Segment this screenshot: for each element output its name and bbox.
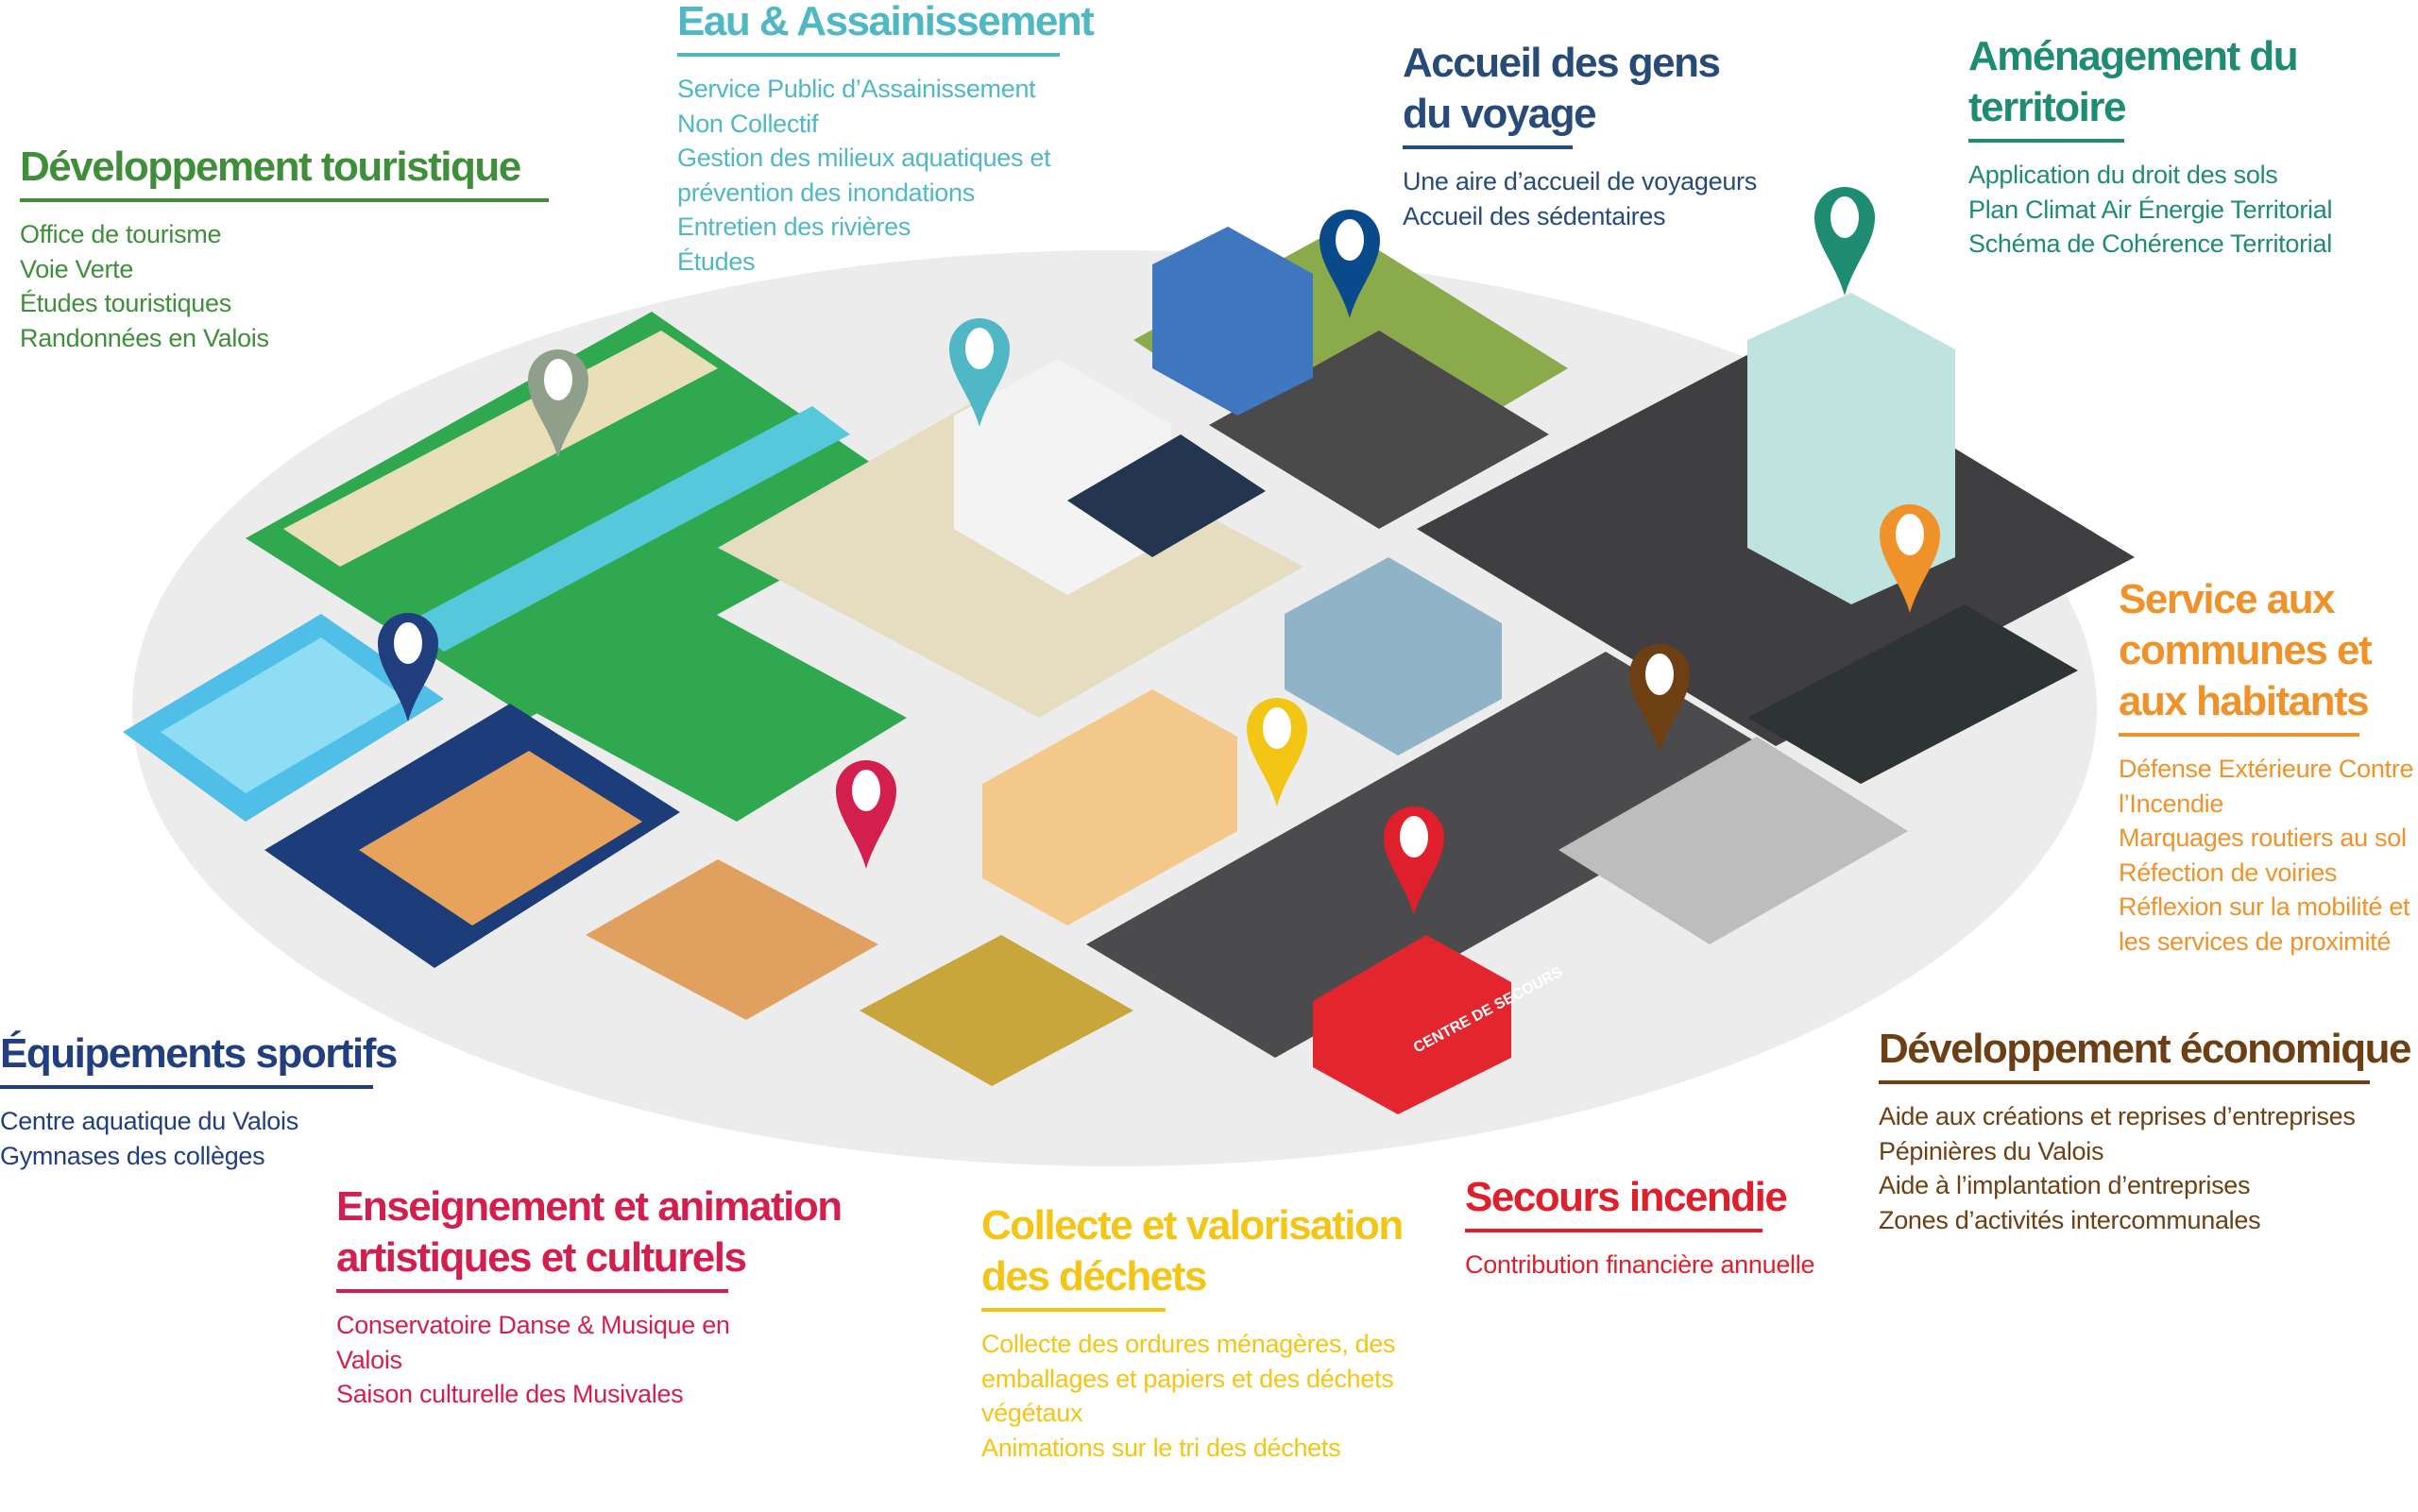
section-item: Contribution financière annuelle <box>1465 1250 1815 1279</box>
section-item: Réfection de voiries <box>2119 858 2338 887</box>
section-item: Valois <box>336 1345 402 1374</box>
map-pin-icon-enseignement[interactable] <box>836 760 896 869</box>
dance-studio <box>586 859 878 1020</box>
section-divider <box>20 198 549 202</box>
map-pin-icon-secours[interactable] <box>1384 807 1444 915</box>
section-item: Randonnées en Valois <box>20 323 269 352</box>
section-title: Aménagement du <box>1968 33 2299 79</box>
section-item: Centre aquatique du Valois <box>0 1107 298 1135</box>
map-pin-icon-eau[interactable] <box>949 318 1010 427</box>
section-item: Voie Verte <box>20 254 134 283</box>
river <box>406 406 850 652</box>
section-item: Collecte des ordures ménagères, des <box>981 1330 1396 1358</box>
section-title: Service aux <box>2119 576 2336 622</box>
map-pin-icon-tourisme[interactable] <box>528 349 588 458</box>
fire-station <box>1313 935 1511 1114</box>
section-divider <box>1403 145 1573 149</box>
section-item: Gymnases des collèges <box>0 1141 265 1170</box>
section-item: Plan Climat Air Énergie Territorial <box>1968 195 2333 224</box>
map-pin-icon-collecte[interactable] <box>1247 698 1307 807</box>
map-pin-icon-economique[interactable] <box>1629 644 1690 753</box>
section-title: Collecte et valorisation <box>981 1202 1404 1249</box>
section-item: Aide aux créations et reprises d’entrepr… <box>1879 1102 2356 1130</box>
section-item: Pépinières du Valois <box>1879 1136 2104 1165</box>
section-title: Eau & Assainissement <box>677 0 1095 44</box>
section-item: emballages et papiers et des déchets <box>981 1364 1394 1393</box>
pool-water <box>161 637 406 793</box>
section-title: Équipements sportifs <box>0 1030 398 1077</box>
section-divider <box>1879 1080 2370 1084</box>
section-title: communes et <box>2119 627 2373 673</box>
section-item: Animations sur le tri des déchets <box>981 1433 1341 1462</box>
section-title: Accueil des gens <box>1403 40 1721 86</box>
section-title: Secours incendie <box>1465 1174 1788 1220</box>
section-item: Aide à l’implantation d’entreprises <box>1879 1171 2251 1199</box>
roadworks-tile <box>1747 604 2078 784</box>
section-item: Entretien des rivières <box>677 212 911 241</box>
section-title: des déchets <box>981 1253 1207 1300</box>
section-title: Développement touristique <box>20 144 521 190</box>
section-item: Études touristiques <box>20 289 231 317</box>
map-pin-icon-voyage[interactable] <box>1320 210 1380 318</box>
section-item: prévention des inondations <box>677 178 975 207</box>
section-item: Gestion des milieux aquatiques et <box>677 144 1051 172</box>
section-title: territoire <box>1968 84 2126 130</box>
basketball-court <box>359 751 642 926</box>
section-title: Enseignement et animation <box>336 1183 843 1230</box>
section-item: Zones d’activités intercommunales <box>1879 1205 2261 1234</box>
section-item: Une aire d’accueil de voyageurs <box>1403 167 1757 195</box>
section-item: Application du droit des sols <box>1968 161 2278 189</box>
section-item: Service Public d’Assainissement <box>677 75 1036 103</box>
section-item: Schéma de Cohérence Territorial <box>1968 229 2332 258</box>
map-pin-icon-sportifs[interactable] <box>378 613 438 722</box>
section-item: Réflexion sur la mobilité et <box>2119 892 2410 921</box>
section-item: Conservatoire Danse & Musique en <box>336 1311 730 1339</box>
section-item: les services de proximité <box>2119 926 2392 956</box>
section-divider <box>336 1289 728 1293</box>
map-pin-icon-amenagement[interactable] <box>1814 187 1875 296</box>
section-item: Office de tourisme <box>20 220 222 248</box>
section-item: Saison culturelle des Musivales <box>336 1380 684 1408</box>
garage-building <box>1285 557 1502 756</box>
section-item: Accueil des sédentaires <box>1403 201 1666 230</box>
section-item: Marquages routiers au sol <box>2119 824 2407 852</box>
office-building <box>1152 227 1313 416</box>
section-item: végétaux <box>981 1399 1083 1427</box>
section-item: Études <box>677 246 756 276</box>
map-pin-icon-service[interactable] <box>1880 504 1940 613</box>
section-divider <box>0 1085 373 1089</box>
section-item: Défense Extérieure Contre <box>2119 755 2414 783</box>
section-item: Non Collectif <box>677 109 819 138</box>
waste-facility <box>982 689 1237 926</box>
section-divider <box>2119 733 2359 737</box>
section-title: du voyage <box>1403 91 1597 137</box>
section-divider <box>677 53 1060 57</box>
section-title: aux habitants <box>2119 678 2370 724</box>
section-title: artistiques et culturels <box>336 1234 747 1281</box>
music-stage <box>860 935 1133 1086</box>
section-divider <box>981 1308 1166 1312</box>
section-item: l’Incendie <box>2119 789 2224 818</box>
house <box>954 359 1171 595</box>
section-divider <box>1968 139 2124 143</box>
house-roof <box>1067 434 1266 557</box>
greenway-path <box>283 331 718 567</box>
warehouse-tile <box>1558 737 1908 944</box>
campsite-tile <box>510 595 907 822</box>
section-divider <box>1465 1229 1762 1232</box>
section-title: Développement économique <box>1879 1026 2412 1072</box>
